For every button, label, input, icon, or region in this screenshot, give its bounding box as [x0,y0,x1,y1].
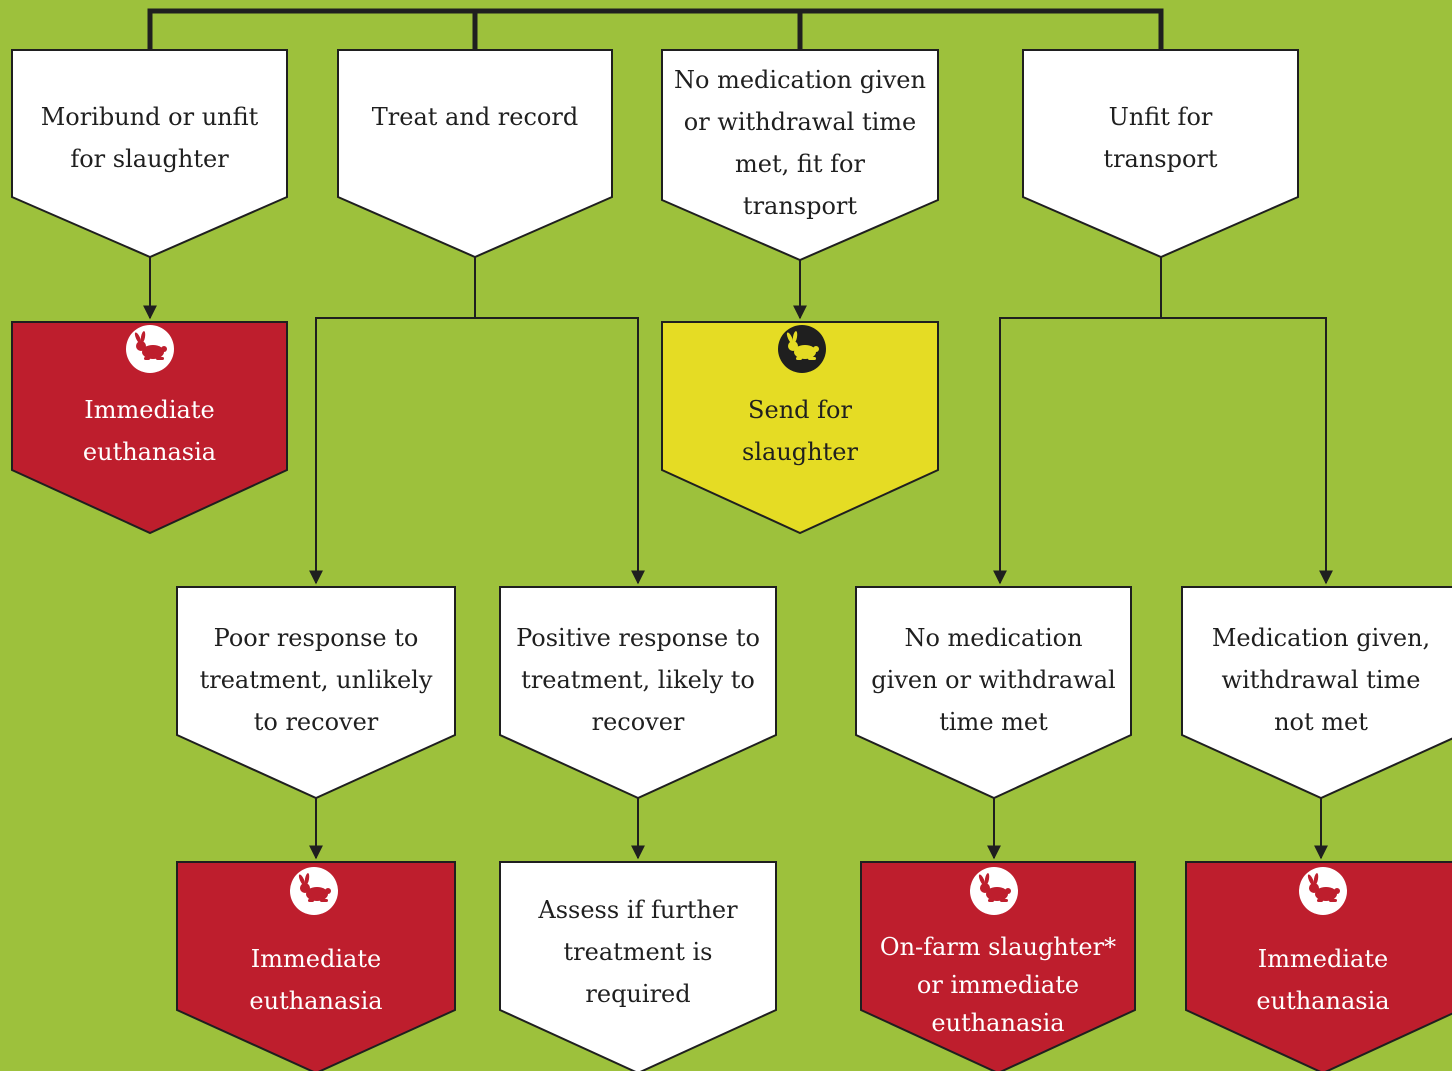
label-euthanasia-1: Immediate euthanasia [82,396,217,466]
label-med-given: Medication given, withdrawal time not me… [1211,624,1431,736]
box-euthanasia-2 [176,861,456,1071]
label-no-med-bottom: No medication given or withdrawal time m… [871,624,1116,736]
box-moribund [11,49,288,259]
label-euthanasia-3: Immediate euthanasia [1256,945,1390,1015]
label-no-med-top: No medication given or withdrawal time m… [674,66,926,220]
label-euthanasia-2: Immediate euthanasia [249,945,383,1015]
connectors-row1 [143,257,1333,585]
box-positive-response [499,586,777,800]
top-connector [147,8,1164,50]
box-send-slaughter [661,321,939,535]
label-positive-response: Positive response to treatment, likely t… [516,624,760,736]
label-send-slaughter: Send for slaughter [742,396,858,466]
label-poor-response: Poor response to treatment, unlikely to … [199,624,433,736]
box-no-med-bottom [855,586,1132,800]
box-med-given [1181,586,1452,800]
rabbit-icon [290,867,338,915]
box-onfarm [860,861,1136,1071]
rabbit-icon [1299,867,1347,915]
rabbit-icon [126,325,174,373]
rabbit-icon [970,867,1018,915]
box-assess [499,861,777,1071]
box-euthanasia-3 [1185,861,1452,1071]
box-poor-response [176,586,456,800]
label-moribund: Moribund or unfit for slaughter [40,103,259,173]
box-no-med-top [661,49,939,262]
box-treat [337,49,613,259]
rabbit-icon [778,325,826,373]
box-euthanasia-1 [11,321,288,535]
label-treat: Treat and record [371,103,579,131]
label-onfarm: On-farm slaughter* or immediate euthanas… [879,933,1117,1037]
box-unfit-transport [1022,49,1299,259]
connectors-row3 [309,798,1328,860]
label-unfit-transport: Unfit for transport [1103,103,1218,173]
label-assess: Assess if further treatment is required [538,896,738,1008]
